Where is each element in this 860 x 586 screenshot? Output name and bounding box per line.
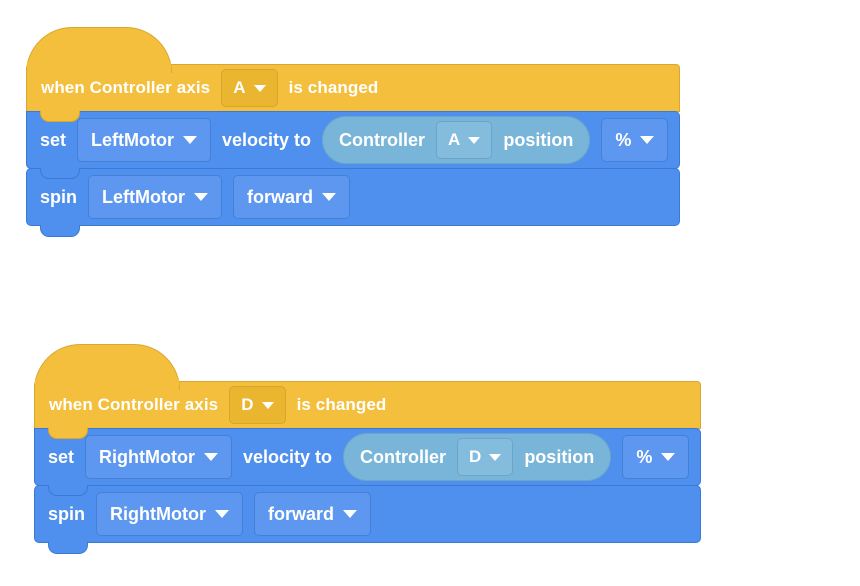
axis-dropdown[interactable]: D (229, 386, 286, 424)
set-motor-velocity-block[interactable]: set RightMotor velocity to Controller D … (34, 428, 702, 486)
reporter-property-label: position (503, 129, 574, 150)
chevron-down-icon (194, 193, 208, 201)
spin-motor-block[interactable]: spin RightMotor forward (34, 485, 702, 554)
chevron-down-icon (253, 84, 266, 92)
chevron-down-icon (214, 510, 229, 518)
chevron-down-icon (489, 453, 502, 461)
reporter-property-label: position (524, 446, 595, 467)
set-motor-velocity-block[interactable]: set LeftMotor velocity to Controller A p… (26, 111, 681, 169)
chevron-down-icon (661, 453, 676, 461)
hat-label-suffix: is changed (296, 395, 387, 414)
script-stack-right-motor[interactable]: when Controller axis D is changed set Ri… (34, 343, 702, 554)
block-notch-top (48, 485, 88, 496)
spin-motor-block[interactable]: spin LeftMotor forward (26, 168, 681, 237)
reporter-axis-value: D (469, 447, 482, 466)
motor-dropdown[interactable]: RightMotor (85, 435, 232, 479)
hat-block-when-controller-axis-changed[interactable]: when Controller axis A is changed (26, 27, 681, 112)
spin-motor-dropdown[interactable]: RightMotor (96, 492, 243, 536)
block-notch-bottom (48, 542, 88, 554)
chevron-down-icon (261, 401, 274, 409)
block-notch-top (40, 111, 80, 122)
motor-dropdown-value: RightMotor (99, 446, 195, 467)
units-dropdown-value: % (636, 446, 653, 467)
block-notch-top (40, 168, 80, 179)
chevron-down-icon (203, 453, 218, 461)
chevron-down-icon (343, 510, 357, 518)
motor-dropdown[interactable]: LeftMotor (77, 118, 211, 162)
axis-dropdown-value: A (233, 78, 246, 97)
hat-label-suffix: is changed (288, 78, 379, 97)
spin-direction-dropdown[interactable]: forward (253, 492, 371, 536)
reporter-axis-dropdown[interactable]: D (457, 438, 514, 476)
motor-dropdown-value: LeftMotor (91, 129, 174, 150)
reporter-device-label: Controller (339, 129, 426, 150)
spin-direction-value: forward (267, 503, 334, 524)
velocity-to-label: velocity to (242, 446, 333, 467)
spin-motor-dropdown[interactable]: LeftMotor (88, 175, 222, 219)
chevron-down-icon (183, 136, 197, 144)
script-stack-left-motor[interactable]: when Controller axis A is changed set Le… (26, 26, 681, 237)
reporter-axis-value: A (448, 130, 461, 149)
block-notch-bottom (40, 225, 80, 237)
chevron-down-icon (640, 136, 655, 144)
spin-direction-dropdown[interactable]: forward (233, 175, 351, 219)
units-dropdown[interactable]: % (601, 118, 669, 162)
block-notch-top (48, 428, 88, 439)
axis-dropdown-value: D (241, 395, 254, 414)
reporter-axis-dropdown[interactable]: A (436, 121, 493, 159)
spin-keyword-label: spin (40, 186, 78, 207)
hat-label-prefix: when Controller axis (49, 395, 219, 414)
chevron-down-icon (322, 193, 337, 201)
hat-label-prefix: when Controller axis (41, 78, 211, 97)
axis-dropdown[interactable]: A (221, 69, 278, 107)
controller-axis-position-reporter[interactable]: Controller A position (322, 116, 591, 164)
controller-axis-position-reporter[interactable]: Controller D position (343, 433, 612, 481)
hat-block-when-controller-axis-changed[interactable]: when Controller axis D is changed (34, 344, 702, 429)
spin-direction-value: forward (247, 186, 314, 207)
spin-keyword-label: spin (48, 503, 86, 524)
set-keyword-label: set (40, 129, 67, 150)
velocity-to-label: velocity to (222, 129, 312, 150)
units-dropdown-value: % (615, 129, 632, 150)
set-keyword-label: set (48, 446, 75, 467)
reporter-device-label: Controller (360, 446, 447, 467)
spin-motor-value: LeftMotor (102, 186, 185, 207)
units-dropdown[interactable]: % (622, 435, 690, 479)
spin-motor-value: RightMotor (110, 503, 206, 524)
chevron-down-icon (468, 136, 481, 144)
